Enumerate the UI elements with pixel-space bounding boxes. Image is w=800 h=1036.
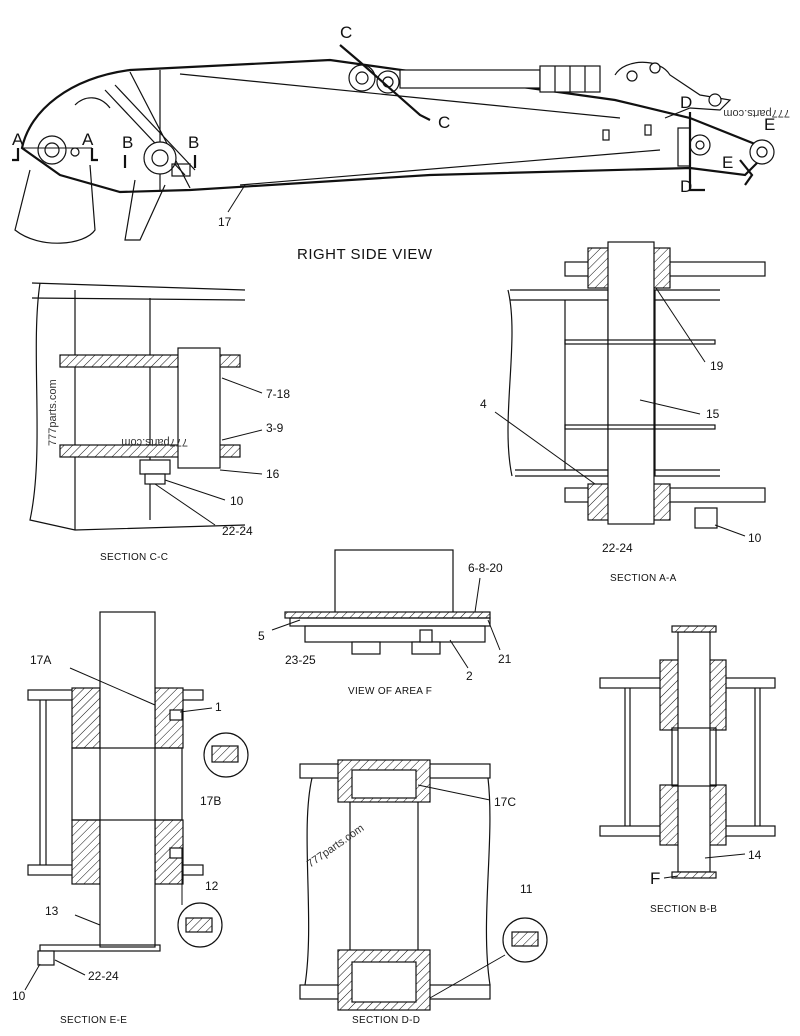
marker-a-left: A bbox=[12, 130, 24, 149]
pin-aa bbox=[607, 241, 655, 525]
section-cc: 777parts.com 777parts.com 7-18 3-9 16 10… bbox=[29, 282, 290, 563]
marker-c-bottom: C bbox=[438, 113, 450, 132]
marker-b-right: B bbox=[188, 133, 199, 152]
marker-d-top: D bbox=[680, 93, 692, 112]
pin-a-inner bbox=[44, 142, 60, 158]
marker-a-right: A bbox=[82, 130, 94, 149]
callout-19: 19 bbox=[710, 359, 724, 373]
watermark-dd: 777parts.com bbox=[305, 822, 366, 870]
callout-22-24-cc: 22-24 bbox=[222, 524, 253, 538]
pin-bb bbox=[677, 631, 711, 873]
marker-c-top: C bbox=[340, 23, 352, 42]
callout-10-aa: 10 bbox=[748, 531, 762, 545]
section-bb: 14 F SECTION B-B bbox=[599, 625, 776, 915]
callout-11: 11 bbox=[520, 882, 533, 896]
watermark-cc: 777parts.com bbox=[121, 436, 188, 448]
callout-1: 1 bbox=[215, 700, 222, 714]
view-area-f: 6-8-20 5 23-25 2 21 VIEW OF AREA F bbox=[258, 549, 512, 697]
title-area-f: VIEW OF AREA F bbox=[348, 686, 432, 697]
callout-4: 4 bbox=[480, 397, 487, 411]
callout-10-ee: 10 bbox=[12, 989, 26, 1003]
section-ee: 17A 1 17B 12 13 22-24 10 SECTION E-E bbox=[12, 611, 249, 1026]
callout-17B: 17B bbox=[200, 794, 221, 808]
lower-arm-left bbox=[14, 164, 96, 244]
title-section-bb: SECTION B-B bbox=[650, 904, 717, 915]
pin-b-inner bbox=[151, 149, 169, 167]
marker-b-left: B bbox=[122, 133, 133, 152]
callout-16: 16 bbox=[266, 467, 280, 481]
lower-arm-mid bbox=[124, 179, 166, 241]
callout-17C: 17C bbox=[494, 795, 516, 809]
watermark-side: 777parts.com bbox=[47, 379, 59, 446]
stick-outline bbox=[20, 58, 772, 194]
marker-f: F bbox=[650, 869, 660, 888]
pin-ee bbox=[99, 611, 156, 948]
marker-e-top: E bbox=[764, 115, 775, 134]
area-f-block bbox=[334, 549, 454, 616]
section-dd: 777parts.com 17C 11 SECTION D-D bbox=[299, 759, 548, 1026]
callout-3-9: 3-9 bbox=[266, 421, 284, 435]
title-right-side-view: RIGHT SIDE VIEW bbox=[297, 246, 433, 263]
title-section-ee: SECTION E-E bbox=[60, 1015, 127, 1026]
pin-cc bbox=[177, 347, 221, 469]
title-section-aa: SECTION A-A bbox=[610, 573, 677, 584]
watermark-top: 777parts.com bbox=[723, 107, 790, 119]
callout-21: 21 bbox=[498, 652, 512, 666]
callout-22-24-aa: 22-24 bbox=[602, 541, 633, 555]
callout-14: 14 bbox=[748, 848, 762, 862]
callout-7-18: 7-18 bbox=[266, 387, 290, 401]
callout-17: 17 bbox=[218, 215, 232, 229]
callout-2: 2 bbox=[466, 669, 473, 683]
callout-17A: 17A bbox=[30, 653, 51, 667]
callout-13: 13 bbox=[45, 904, 59, 918]
title-section-cc: SECTION C-C bbox=[100, 552, 168, 563]
callout-12: 12 bbox=[205, 879, 219, 893]
title-section-dd: SECTION D-D bbox=[352, 1015, 420, 1026]
callout-5: 5 bbox=[258, 629, 265, 643]
callout-15: 15 bbox=[706, 407, 720, 421]
callout-10-cc: 10 bbox=[230, 494, 244, 508]
section-aa: 19 15 4 22-24 10 SECTION A-A bbox=[480, 241, 766, 584]
bushing-bottom-dd bbox=[351, 961, 417, 1003]
marker-d-bottom: D bbox=[680, 177, 692, 196]
callout-23-25: 23-25 bbox=[285, 653, 316, 667]
hydraulic-cylinder bbox=[399, 69, 541, 89]
callout-22-24-ee: 22-24 bbox=[88, 969, 119, 983]
callout-6-8-20: 6-8-20 bbox=[468, 561, 503, 575]
right-side-view: A A B B C C D D E E 777parts.com 17 RIGH… bbox=[12, 23, 790, 263]
bushing-top-dd bbox=[351, 769, 417, 799]
marker-e-bottom: E bbox=[722, 153, 733, 172]
